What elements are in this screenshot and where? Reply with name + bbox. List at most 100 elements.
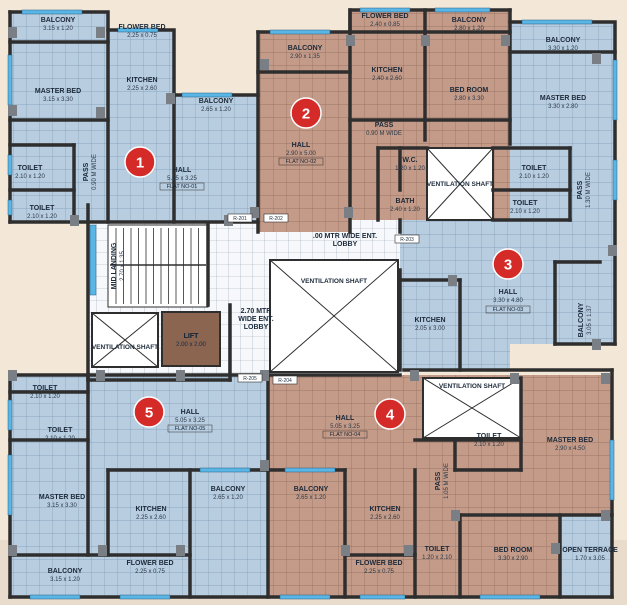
column bbox=[8, 27, 17, 38]
column bbox=[8, 105, 17, 116]
room-dim: 3.15 x 1.20 bbox=[43, 26, 73, 32]
flat-marker-number: 5 bbox=[145, 405, 153, 422]
room-name: BALCONY bbox=[288, 45, 323, 52]
svg-text:0.90 M WIDE: 0.90 M WIDE bbox=[92, 154, 98, 190]
room-name: FLOWER BED bbox=[118, 24, 165, 31]
room-dim: 5.05 x 3.25 bbox=[330, 424, 360, 430]
flat-number-label: FLAT NO-04 bbox=[330, 432, 361, 438]
column bbox=[344, 207, 353, 218]
column bbox=[510, 373, 519, 384]
lobby-label: WIDE ENT. bbox=[238, 316, 273, 323]
column bbox=[260, 370, 269, 381]
room-dim: 1.20 x 1.20 bbox=[395, 166, 425, 172]
column bbox=[260, 460, 269, 471]
room-name: TOILET bbox=[513, 200, 538, 207]
column bbox=[8, 370, 17, 381]
lobby-label: LOBBY bbox=[333, 241, 358, 248]
column bbox=[501, 35, 510, 46]
lobby-label: LOBBY bbox=[244, 324, 269, 331]
room-name: HALL bbox=[173, 167, 192, 174]
room-dim: 2.10 x 1.20 bbox=[27, 214, 57, 220]
column bbox=[404, 545, 413, 556]
room-dim: 2.10 x 1.20 bbox=[45, 436, 75, 442]
room-name: HALL bbox=[181, 409, 200, 416]
svg-text:PASS: PASS bbox=[83, 162, 90, 181]
lift-dim: 2.00 x 2.00 bbox=[176, 342, 206, 348]
room-tag: R-204 bbox=[278, 378, 292, 384]
column bbox=[96, 27, 105, 38]
room-name: TOILET bbox=[522, 165, 547, 172]
room-dim: 2.80 x 1.20 bbox=[454, 26, 484, 32]
svg-text:PASS: PASS bbox=[435, 471, 442, 490]
room-tag: R-205 bbox=[243, 376, 257, 382]
flat-number-label: FLAT NO-05 bbox=[175, 426, 206, 432]
room-dim: 2.25 x 2.60 bbox=[127, 86, 157, 92]
column bbox=[260, 59, 269, 70]
shaft-label: VENTILATION SHAFT bbox=[92, 344, 158, 351]
column bbox=[176, 545, 185, 556]
shaft-center bbox=[269, 259, 399, 373]
room-name: TOILET bbox=[33, 385, 58, 392]
room-name: FLOWER BED bbox=[361, 13, 408, 20]
column bbox=[592, 53, 601, 64]
room-dim: 3.15 x 3.30 bbox=[47, 503, 77, 509]
room-name: BED ROOM bbox=[450, 87, 489, 94]
column bbox=[421, 35, 430, 46]
column bbox=[341, 545, 350, 556]
room-dim: 2.80 x 3.30 bbox=[454, 96, 484, 102]
column bbox=[98, 545, 107, 556]
room-dim: 1.20 x 2.10 bbox=[422, 555, 452, 561]
room-name: BALCONY bbox=[211, 486, 246, 493]
flat-marker bbox=[492, 248, 524, 280]
column bbox=[551, 543, 560, 554]
flat-marker bbox=[290, 97, 322, 129]
room-dim: 2.40 x 2.60 bbox=[372, 76, 402, 82]
columns bbox=[8, 27, 617, 556]
column bbox=[592, 339, 601, 350]
room-name: TOILET bbox=[477, 433, 502, 440]
column bbox=[176, 370, 185, 381]
lobby-label: 2.70 MTR bbox=[241, 308, 272, 315]
flat-marker-number: 1 bbox=[136, 155, 144, 172]
room-dim: 3.30 x 4.80 bbox=[493, 298, 523, 304]
flat-marker bbox=[374, 398, 406, 430]
room-name: BALCONY bbox=[452, 17, 487, 24]
room-name: TOILET bbox=[18, 165, 43, 172]
svg-text:1.30 M WIDE: 1.30 M WIDE bbox=[586, 172, 592, 208]
column bbox=[346, 35, 355, 46]
room-name: KITCHEN bbox=[371, 67, 402, 74]
column bbox=[451, 510, 460, 521]
room-name: BALCONY bbox=[199, 98, 234, 105]
flat-marker bbox=[133, 396, 165, 428]
room-dim: 2.90 x 4.50 bbox=[555, 446, 585, 452]
flat-marker bbox=[124, 146, 156, 178]
room-tag: R-201 bbox=[233, 216, 247, 222]
room-tag: R-203 bbox=[400, 237, 414, 243]
room-name: MASTER BED bbox=[35, 88, 81, 95]
flat-1-floor bbox=[10, 12, 258, 222]
flat-number-label: FLAT NO-01 bbox=[167, 184, 198, 190]
flat-number-label: FLAT NO-03 bbox=[493, 307, 524, 313]
room-name: KITCHEN bbox=[369, 506, 400, 513]
room-dim: 2.25 x 2.60 bbox=[136, 515, 166, 521]
room-name: FLOWER BED bbox=[355, 560, 402, 567]
room-name: HALL bbox=[292, 142, 311, 149]
shaft-top-right bbox=[426, 147, 494, 221]
room-dim: 2.65 x 1.20 bbox=[213, 495, 243, 501]
column bbox=[8, 545, 17, 556]
svg-text:1.05 M WIDE: 1.05 M WIDE bbox=[444, 463, 450, 499]
column bbox=[70, 215, 79, 226]
svg-text:3.05 x 1.37: 3.05 x 1.37 bbox=[587, 304, 593, 334]
room-name: TOILET bbox=[425, 546, 450, 553]
room-name: BALCONY bbox=[41, 17, 76, 24]
room-dim: 2.40 x 0.85 bbox=[370, 22, 400, 28]
room-name: HALL bbox=[336, 415, 355, 422]
lift-car bbox=[161, 311, 221, 367]
svg-text:MID LANDING: MID LANDING bbox=[111, 242, 118, 289]
room-dim: 3.30 x 2.80 bbox=[548, 104, 578, 110]
